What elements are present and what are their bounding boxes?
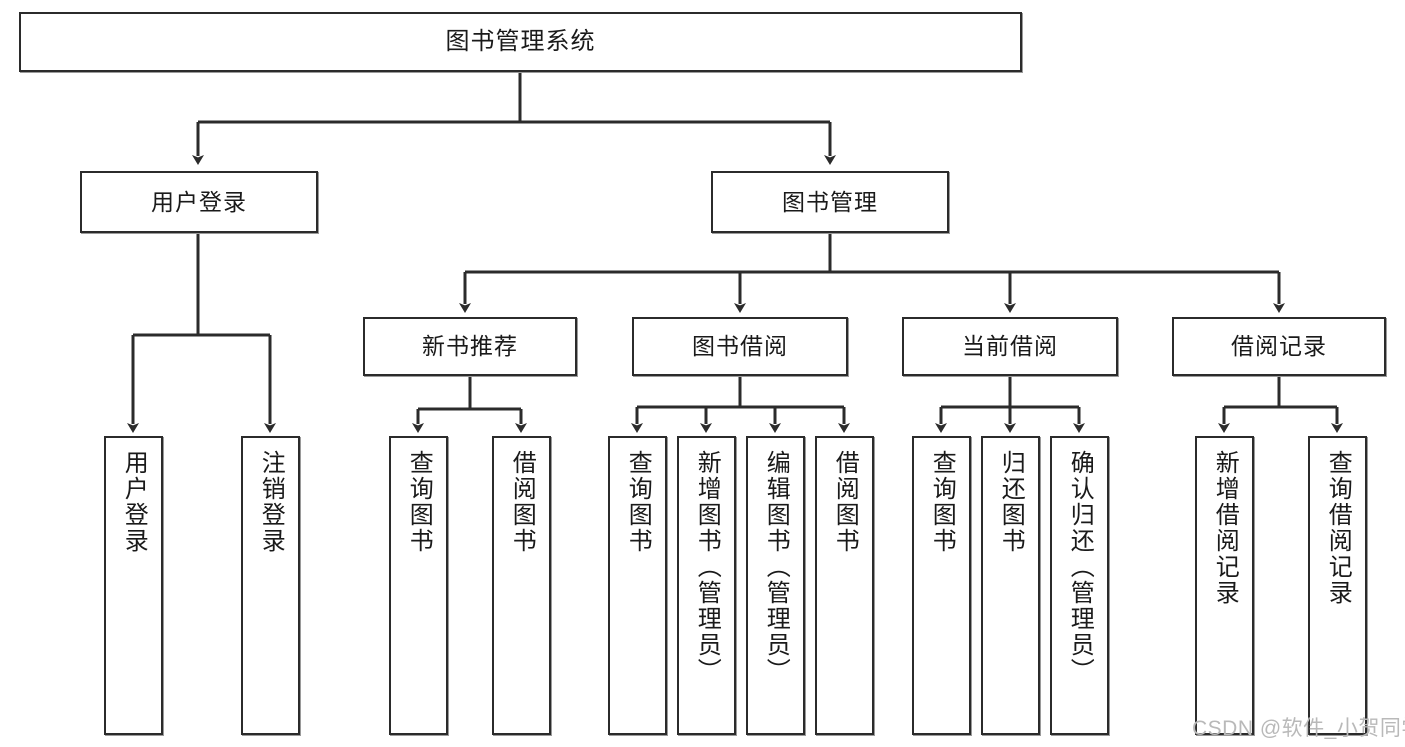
node-label: 注销登录	[257, 450, 285, 554]
node-label: 新书推荐	[422, 333, 518, 359]
node-book-borrow[interactable]: 图书借阅	[632, 317, 848, 376]
leaf-edit-book-admin[interactable]: 编辑图书（管理员）	[746, 436, 805, 735]
node-label: 查询图书	[928, 450, 956, 554]
node-user-login[interactable]: 用户登录	[80, 171, 318, 233]
node-root-system[interactable]: 图书管理系统	[19, 12, 1022, 72]
leaf-borrow-book[interactable]: 借阅图书	[815, 436, 874, 735]
node-label: 查询图书	[624, 450, 652, 554]
leaf-add-borrow-record[interactable]: 新增借阅记录	[1195, 436, 1254, 735]
node-label: 查询借阅记录	[1324, 450, 1352, 606]
node-label: 图书借阅	[692, 333, 788, 359]
node-label: 用户登录	[120, 450, 148, 554]
leaf-user-login[interactable]: 用户登录	[104, 436, 163, 735]
leaf-logout[interactable]: 注销登录	[241, 436, 300, 735]
node-label: 图书管理系统	[445, 28, 596, 55]
leaf-query-borrow-record[interactable]: 查询借阅记录	[1308, 436, 1367, 735]
node-label: 归还图书	[997, 450, 1025, 554]
leaf-borrow-books-recommend[interactable]: 借阅图书	[492, 436, 551, 735]
node-label: 编辑图书（管理员）	[762, 450, 790, 684]
node-label: 用户登录	[151, 188, 247, 215]
node-label: 借阅记录	[1231, 333, 1327, 359]
node-new-book-recommend[interactable]: 新书推荐	[363, 317, 577, 376]
leaf-return-book[interactable]: 归还图书	[981, 436, 1040, 735]
node-current-borrow[interactable]: 当前借阅	[902, 317, 1118, 376]
node-label: 当前借阅	[962, 333, 1058, 359]
node-label: 新增借阅记录	[1211, 450, 1239, 606]
node-label: 新增图书（管理员）	[693, 450, 721, 684]
node-label: 借阅图书	[831, 450, 859, 554]
leaf-add-book-admin[interactable]: 新增图书（管理员）	[677, 436, 736, 735]
node-book-management[interactable]: 图书管理	[711, 171, 949, 233]
node-borrow-records[interactable]: 借阅记录	[1172, 317, 1386, 376]
node-label: 图书管理	[782, 188, 878, 215]
leaf-confirm-return-admin[interactable]: 确认归还（管理员）	[1050, 436, 1109, 735]
node-label: 确认归还（管理员）	[1066, 450, 1094, 684]
leaf-query-books-borrow[interactable]: 查询图书	[608, 436, 667, 735]
node-label: 借阅图书	[508, 450, 536, 554]
leaf-query-books-recommend[interactable]: 查询图书	[389, 436, 448, 735]
csdn-watermark: CSDN @软件_小贺同学	[1192, 717, 1405, 740]
leaf-query-books-current[interactable]: 查询图书	[912, 436, 971, 735]
node-label: 查询图书	[405, 450, 433, 554]
